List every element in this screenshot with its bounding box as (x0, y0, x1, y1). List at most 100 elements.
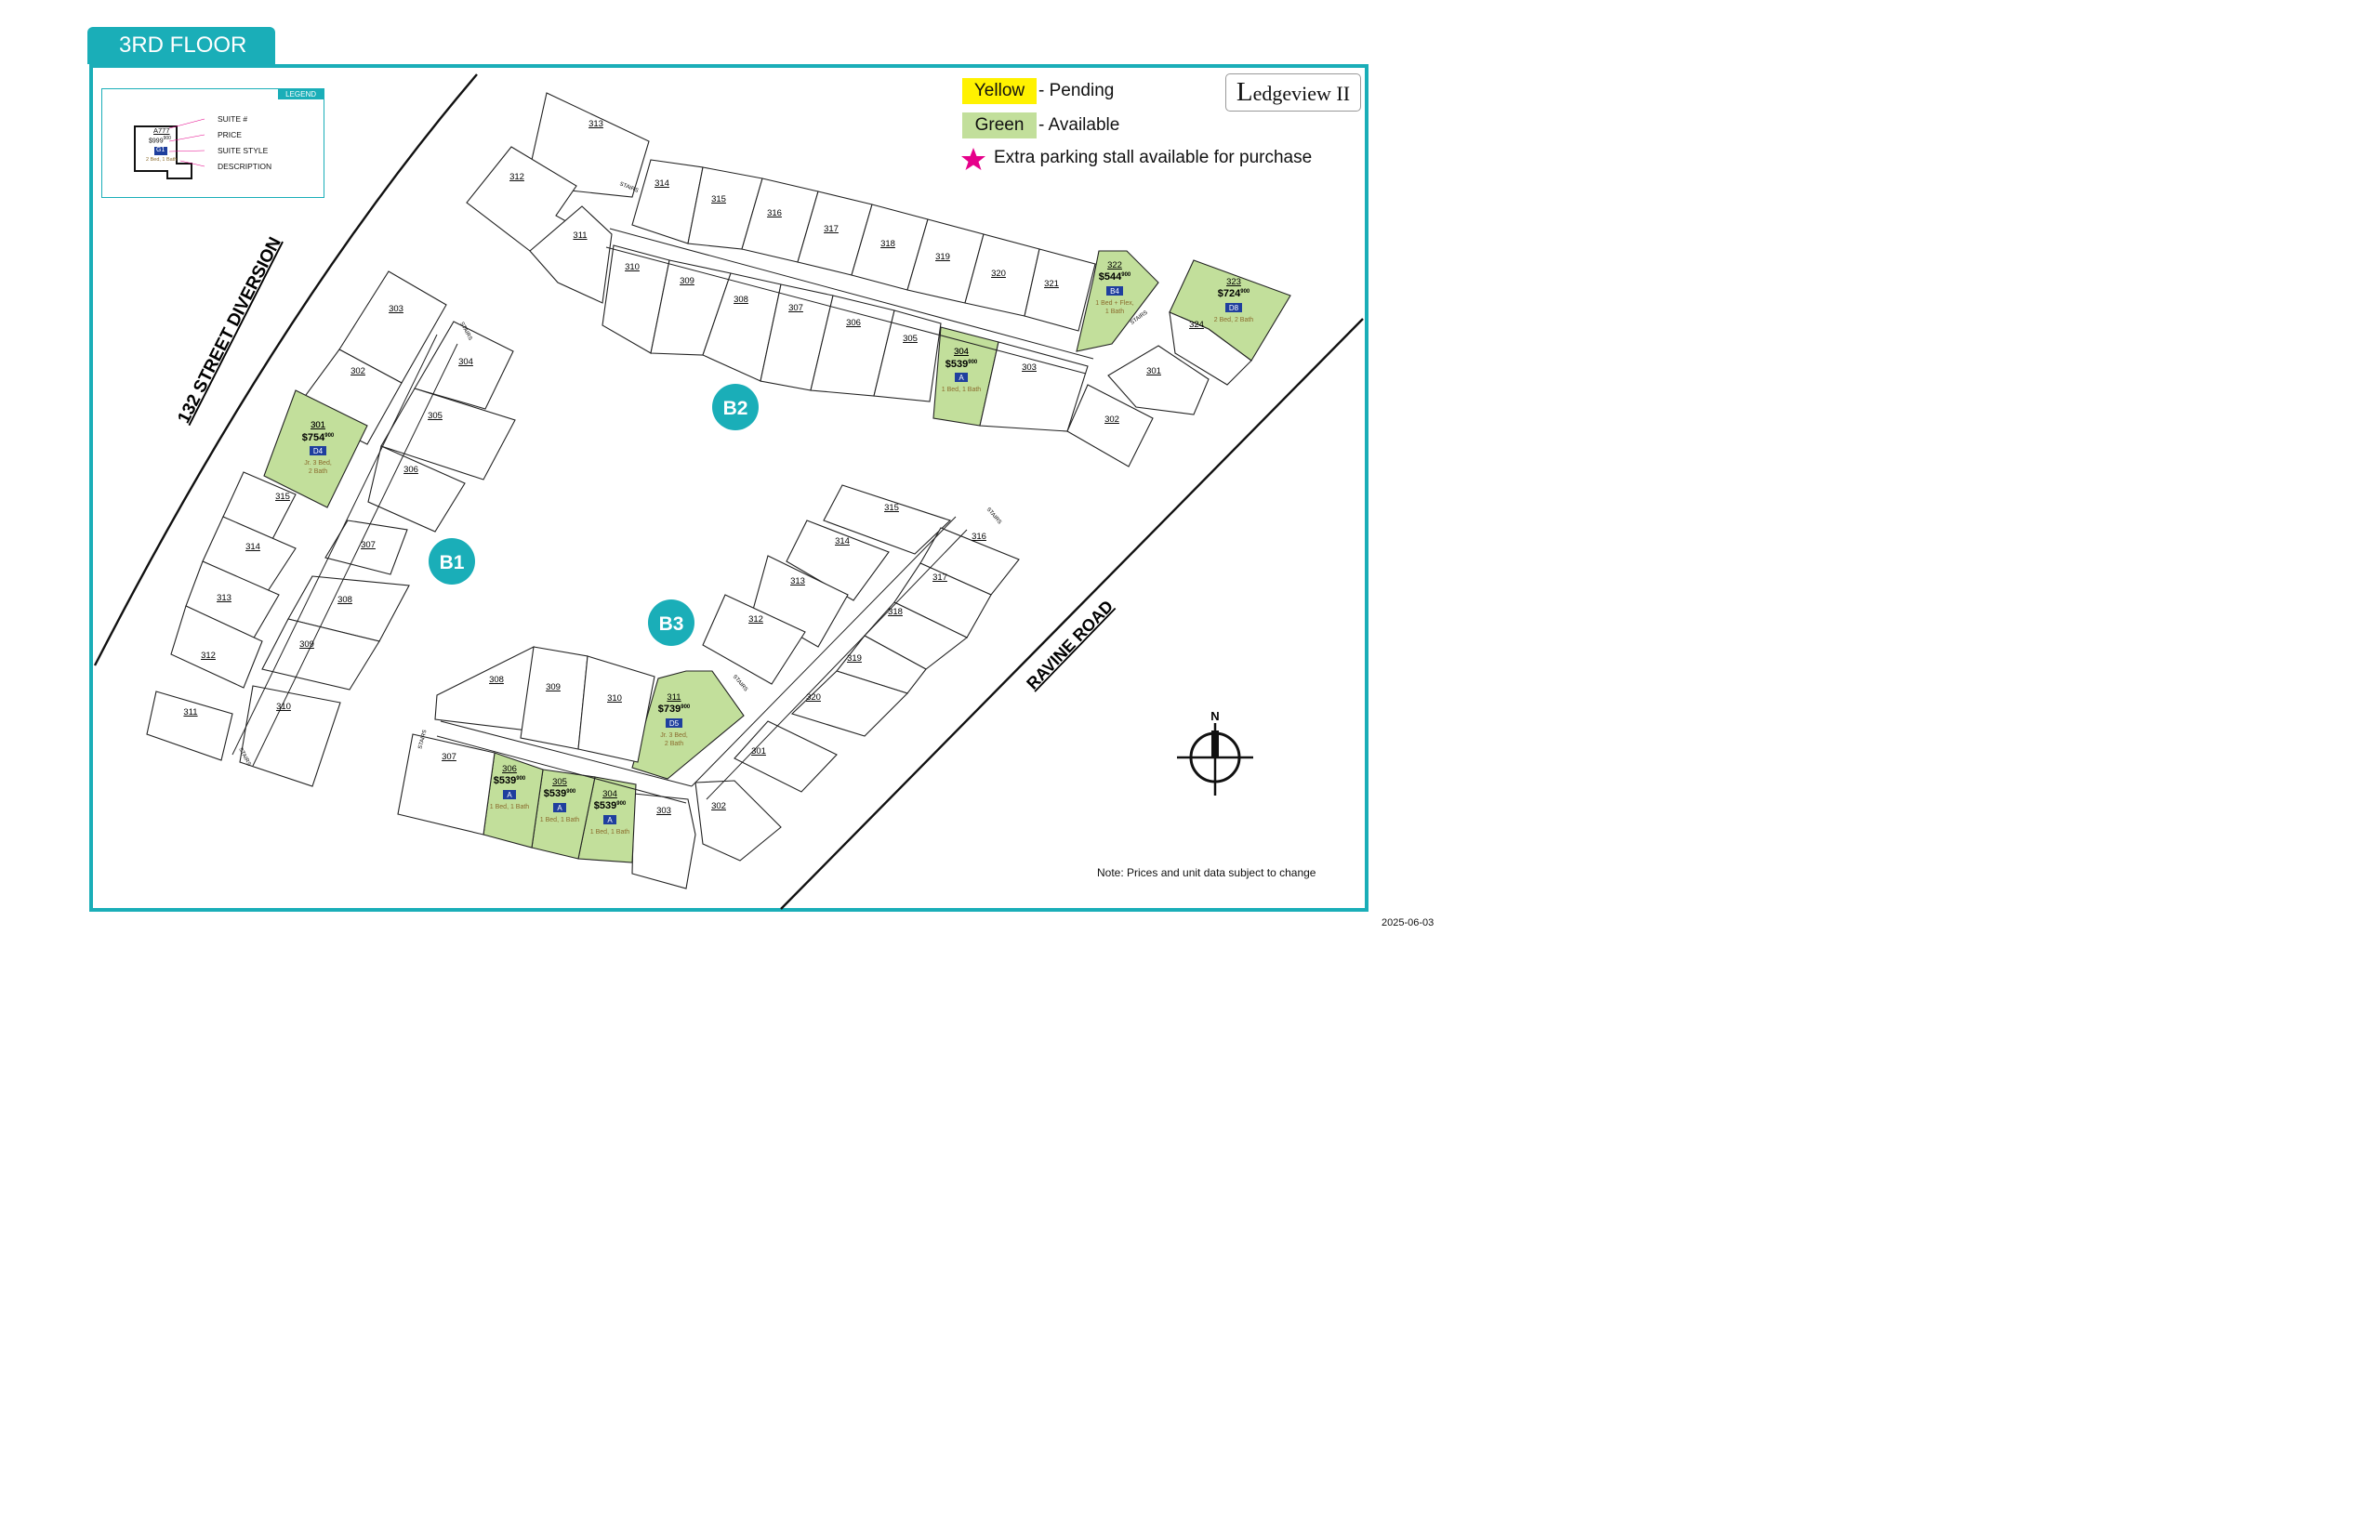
suite-number: 301 (311, 420, 325, 430)
legend-sample-icon (134, 118, 205, 179)
suite-description: Jr. 3 Bed, (304, 460, 332, 467)
unit-b3-313[interactable] (752, 555, 849, 648)
suite-style: B4 (1110, 287, 1119, 296)
unit-label: 309 (546, 682, 561, 692)
unit-b1-307[interactable] (324, 520, 408, 575)
unit-label: 320 (806, 692, 821, 703)
unit-label: 303 (656, 806, 671, 816)
suite-description: 1 Bed + Flex, (1095, 300, 1133, 307)
pending-swatch: Yellow (962, 78, 1037, 104)
unit-b2-301[interactable] (1107, 345, 1210, 415)
compass-icon (1177, 723, 1253, 796)
unit-label: 324 (1189, 320, 1204, 330)
building-marker-b3[interactable] (648, 599, 694, 646)
unit-b1-311[interactable] (146, 691, 233, 761)
suite-style: A (557, 804, 562, 812)
map-frame (89, 64, 1368, 912)
unit-b3-307[interactable] (397, 733, 496, 836)
building-marker-b1[interactable] (429, 538, 475, 585)
unit-label: 310 (607, 693, 622, 704)
suite-number: 305 (552, 777, 567, 787)
suite-legend: LEGEND A777 $999900 G1 2 Bed, 1 Bath SUI… (101, 88, 324, 198)
suite-description: 2 Bath (309, 468, 327, 475)
unit-label: 302 (350, 366, 365, 376)
suite-style: D4 (313, 447, 324, 455)
stairs-label: STAIRS (418, 730, 429, 750)
corridor-b2 (609, 228, 1094, 360)
suite-description: 1 Bed, 1 Bath (942, 387, 982, 393)
unit-b3-308[interactable] (434, 646, 535, 731)
unit-label: 313 (217, 593, 231, 603)
floor-title: 3RD FLOOR (119, 33, 247, 58)
unit-label: 307 (442, 752, 456, 762)
unit-b3-314[interactable] (786, 520, 890, 601)
suite-price: $544900 (1099, 271, 1131, 283)
legend-sample-price: $999900 (149, 136, 171, 145)
unit-label: 308 (489, 675, 504, 685)
unit-b3-302[interactable] (694, 780, 782, 862)
unit-b2-324[interactable] (1169, 311, 1252, 386)
unit-label: 312 (201, 651, 216, 661)
unit-label: 305 (428, 411, 443, 421)
unit-b2-305[interactable] (873, 309, 942, 402)
unit-label: 307 (361, 540, 376, 550)
unit-label: 321 (1044, 279, 1059, 289)
unit-b3-315[interactable] (823, 484, 952, 555)
road-label-ravine: RAVINE ROAD (1023, 597, 1117, 693)
legend-tag: LEGEND (278, 89, 324, 99)
suite-number: 306 (502, 764, 517, 774)
unit-b3-312[interactable] (702, 594, 806, 685)
unit-label: 316 (767, 208, 782, 218)
unit-label: 308 (337, 595, 352, 605)
unit-b2-302[interactable] (1066, 384, 1154, 467)
unit-label: 308 (734, 295, 748, 305)
suite-style: A (959, 374, 964, 382)
unit-label: 309 (680, 276, 694, 286)
unit-label: 313 (790, 576, 805, 586)
unit-b2-313[interactable] (531, 92, 650, 198)
suite-style-badge (553, 803, 566, 812)
suite-description: 1 Bed, 1 Bath (490, 804, 530, 810)
stairs-label: STAIRS (985, 507, 1002, 525)
unit-label: 313 (588, 119, 603, 129)
legend-sample-description: 2 Bed, 1 Bath (146, 157, 178, 163)
unit-b1-309[interactable] (261, 618, 380, 691)
unit-label: 320 (991, 269, 1006, 279)
building-label-b1: B1 (440, 552, 465, 573)
unit-b3-320[interactable] (790, 670, 909, 737)
parking-note: Extra parking stall available for purcha… (994, 148, 1313, 167)
suite-description: 1 Bed, 1 Bath (540, 817, 580, 823)
unit-b1-306[interactable] (367, 445, 466, 533)
unit-label: 318 (880, 239, 895, 249)
corridor-b3-west-edge (436, 735, 687, 804)
unit-b2-303[interactable] (979, 341, 1089, 432)
legend-sample-style: G1 (156, 147, 165, 153)
unit-b2-311[interactable] (529, 205, 613, 304)
unit-label: 301 (311, 420, 325, 430)
available-swatch: Green (962, 112, 1037, 138)
building-marker-b2[interactable] (712, 384, 759, 430)
unit-b3-311[interactable] (631, 670, 745, 780)
unit-b1-304[interactable] (414, 321, 514, 410)
unit-label: 303 (1022, 362, 1037, 373)
available-label: - Available (1038, 115, 1120, 135)
unit-b1-310[interactable] (239, 685, 341, 787)
unit-label: 306 (403, 465, 418, 475)
unit-label: 314 (654, 178, 669, 189)
disclaimer-note: Note: Prices and unit data subject to ch… (1097, 866, 1316, 879)
unit-b3-310[interactable] (577, 655, 655, 763)
unit-b3-301[interactable] (734, 720, 838, 793)
unit-label: 305 (903, 334, 918, 344)
road-line-ravine (780, 318, 1364, 910)
unit-b2-321[interactable] (1024, 248, 1096, 332)
unit-b2-322[interactable] (1076, 250, 1159, 352)
suite-number: 311 (667, 692, 681, 703)
suite-description: Jr. 3 Bed, (660, 732, 688, 739)
road-label-132-street: 132 STREET DIVERSION (174, 234, 284, 427)
unit-label: 303 (389, 304, 403, 314)
unit-label: 302 (1104, 415, 1119, 425)
suite-style: A (507, 791, 512, 799)
compass-north-label: N (1210, 709, 1219, 723)
unit-b1-312[interactable] (170, 605, 263, 689)
unit-label: 319 (935, 252, 950, 262)
